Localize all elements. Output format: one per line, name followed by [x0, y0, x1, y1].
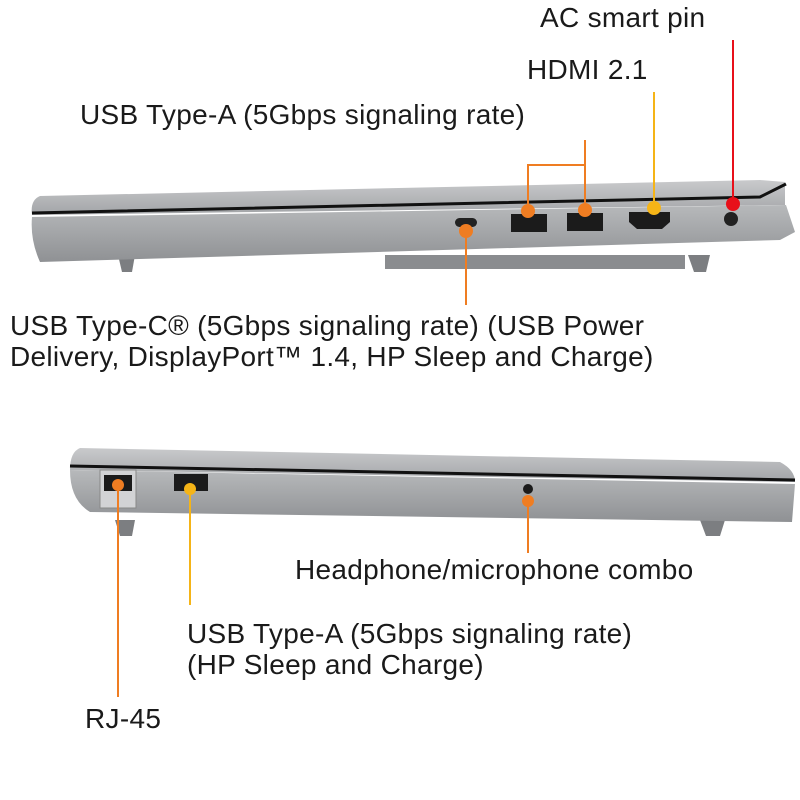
usb-c-port	[455, 218, 477, 227]
ac-port	[724, 212, 738, 226]
label-hdmi: HDMI 2.1	[527, 54, 648, 85]
laptop-right-side	[31, 180, 795, 272]
audio-jack	[523, 484, 533, 494]
label-ac-smart-pin: AC smart pin	[540, 2, 706, 33]
label-usb-a-left-line1: USB Type-A (5Gbps signaling rate)	[187, 618, 633, 649]
label-usb-a-right: USB Type-A (5Gbps signaling rate)	[80, 99, 526, 130]
label-usb-c-line1: USB Type-C® (5Gbps signaling rate) (USB …	[10, 310, 645, 341]
label-headphone: Headphone/microphone combo	[295, 554, 694, 585]
label-usb-c-line2: Delivery, DisplayPort™ 1.4, HP Sleep and…	[10, 341, 654, 372]
label-rj45: RJ-45	[85, 703, 162, 734]
usb-a-port	[567, 213, 603, 231]
usb-a-port	[511, 214, 547, 232]
hdmi-port	[629, 212, 670, 229]
label-usb-a-left-line2: (HP Sleep and Charge)	[187, 649, 484, 680]
usb-a-port	[174, 474, 208, 491]
laptop-left-side	[69, 448, 796, 536]
